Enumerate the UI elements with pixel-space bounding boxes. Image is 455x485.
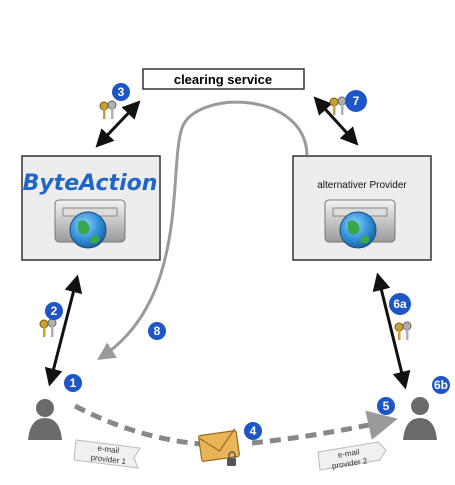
user-1-icon: [28, 399, 62, 440]
alternative-provider-label: alternativer Provider: [317, 180, 407, 191]
envelope-icon: [198, 428, 240, 466]
lock-icon: [227, 458, 236, 466]
left-provider-box: ByteAction: [21, 155, 161, 261]
arrow-user1-byteaction: [44, 274, 83, 387]
step-badge-2: 2: [45, 302, 63, 320]
step-badge-6a: 6a: [389, 293, 411, 315]
key-icon: [329, 96, 347, 115]
server-globe-icon: [54, 199, 126, 249]
mail-path-right: [251, 410, 398, 446]
svg-text:8: 8: [154, 324, 161, 338]
key-icon: [99, 100, 117, 119]
step-badge-8: 8: [148, 322, 166, 340]
server-globe-icon: [324, 199, 396, 249]
key-icon: [39, 318, 57, 337]
mail-provider-1-line2: provider 1: [90, 453, 127, 466]
mail-path-left: [73, 403, 226, 448]
svg-text:6a: 6a: [393, 297, 407, 311]
arrow-clearing-byteaction: [95, 100, 141, 148]
key-icon: [394, 321, 412, 340]
arrow-alt-provider-to-user1: [96, 100, 309, 360]
mail-provider-1-tag: e-mail provider 1: [73, 439, 141, 469]
svg-text:6b: 6b: [434, 378, 448, 392]
svg-text:2: 2: [51, 304, 58, 318]
mail-provider-1-line1: e-mail: [97, 444, 120, 456]
svg-text:1: 1: [70, 376, 77, 390]
svg-text:5: 5: [383, 399, 390, 413]
clearing-service-label: clearing service: [174, 72, 272, 87]
step-badge-3: 3: [112, 83, 130, 101]
arrow-clearing-alt-provider: [313, 96, 359, 146]
clearing-service-box: clearing service: [142, 68, 305, 90]
step-badge-1: 1: [64, 374, 82, 392]
mail-provider-2-tag: e-mail provider 2: [317, 441, 387, 471]
step-badge-4: 4: [244, 422, 262, 440]
step-badge-6b: 7: [345, 90, 367, 112]
mail-provider-2-line1: e-mail: [337, 447, 360, 459]
svg-text:4: 4: [250, 424, 257, 438]
step-badge-5: 5: [377, 397, 395, 415]
step-badge-7: 6b: [432, 376, 450, 394]
arrow-user2-alt-provider: [372, 272, 411, 390]
svg-text:7: 7: [353, 94, 360, 108]
right-provider-box: alternativer Provider: [292, 155, 432, 261]
byteaction-logo: ByteAction: [23, 171, 158, 196]
user-2-icon: [403, 397, 437, 440]
svg-text:3: 3: [118, 85, 125, 99]
